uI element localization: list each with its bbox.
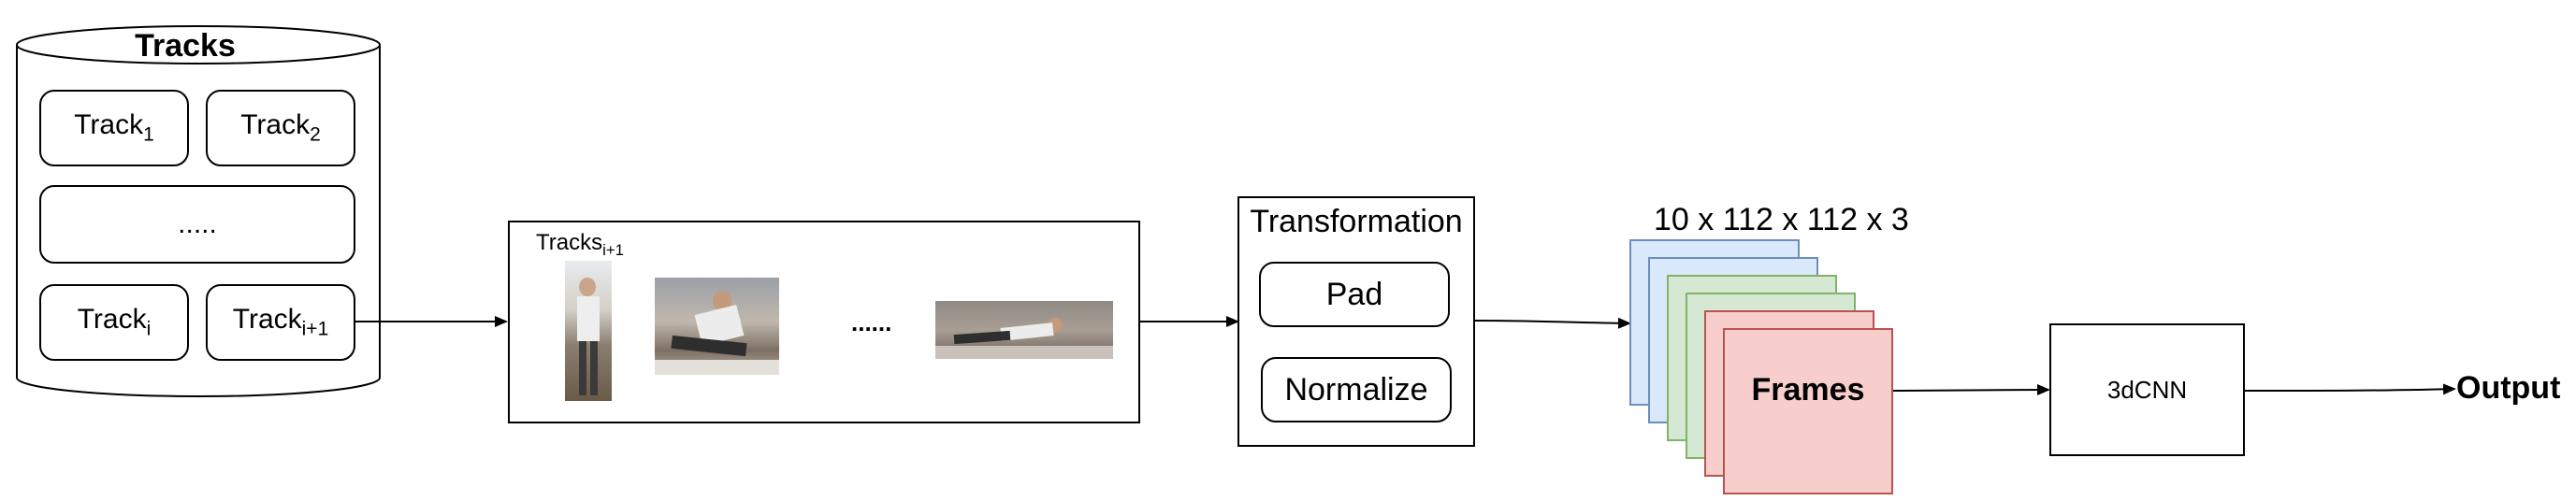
track-2-box: Track2 xyxy=(206,90,355,166)
track-ellipsis-label: ..... xyxy=(178,208,217,239)
track-i-box: Tracki xyxy=(39,284,189,361)
track-frame-thumbnail-standing xyxy=(565,261,612,401)
tracks-title: Tracks xyxy=(135,28,236,64)
track-i-label: Tracki xyxy=(77,304,152,340)
frame-card xyxy=(1723,328,1893,494)
cnn-model-box xyxy=(2049,323,2245,456)
track-frames-ellipsis: ...... xyxy=(851,308,892,336)
track-i1-label: Tracki+1 xyxy=(232,304,329,340)
track-1-box: Track1 xyxy=(39,90,189,166)
track-sequence-label: Tracksi+1 xyxy=(536,230,624,259)
cnn-model-label: 3dCNN xyxy=(2106,376,2188,404)
track-1-label: Track1 xyxy=(74,109,154,146)
arrow-transform-to-frames xyxy=(1473,317,1631,329)
track-frame-thumbnail-kneeling xyxy=(655,278,779,375)
normalize-label: Normalize xyxy=(1284,371,1428,408)
track-i1-box: Tracki+1 xyxy=(206,284,355,361)
arrow-cnn-to-output xyxy=(2244,383,2456,395)
pad-label: Pad xyxy=(1325,276,1383,312)
frames-label: Frames xyxy=(1751,372,1865,408)
pad-step: Pad xyxy=(1259,262,1450,327)
track-ellipsis-box: ..... xyxy=(39,185,355,264)
output-label: Output xyxy=(2456,370,2561,406)
normalize-step: Normalize xyxy=(1261,357,1452,422)
transformation-title: Transformation xyxy=(1250,204,1463,239)
track-2-label: Track2 xyxy=(240,109,321,146)
frames-dimensions: 10 x 112 x 112 x 3 xyxy=(1654,202,1909,237)
arrow-frames-to-cnn xyxy=(1892,384,2050,396)
track-frame-thumbnail-lying xyxy=(935,301,1113,359)
